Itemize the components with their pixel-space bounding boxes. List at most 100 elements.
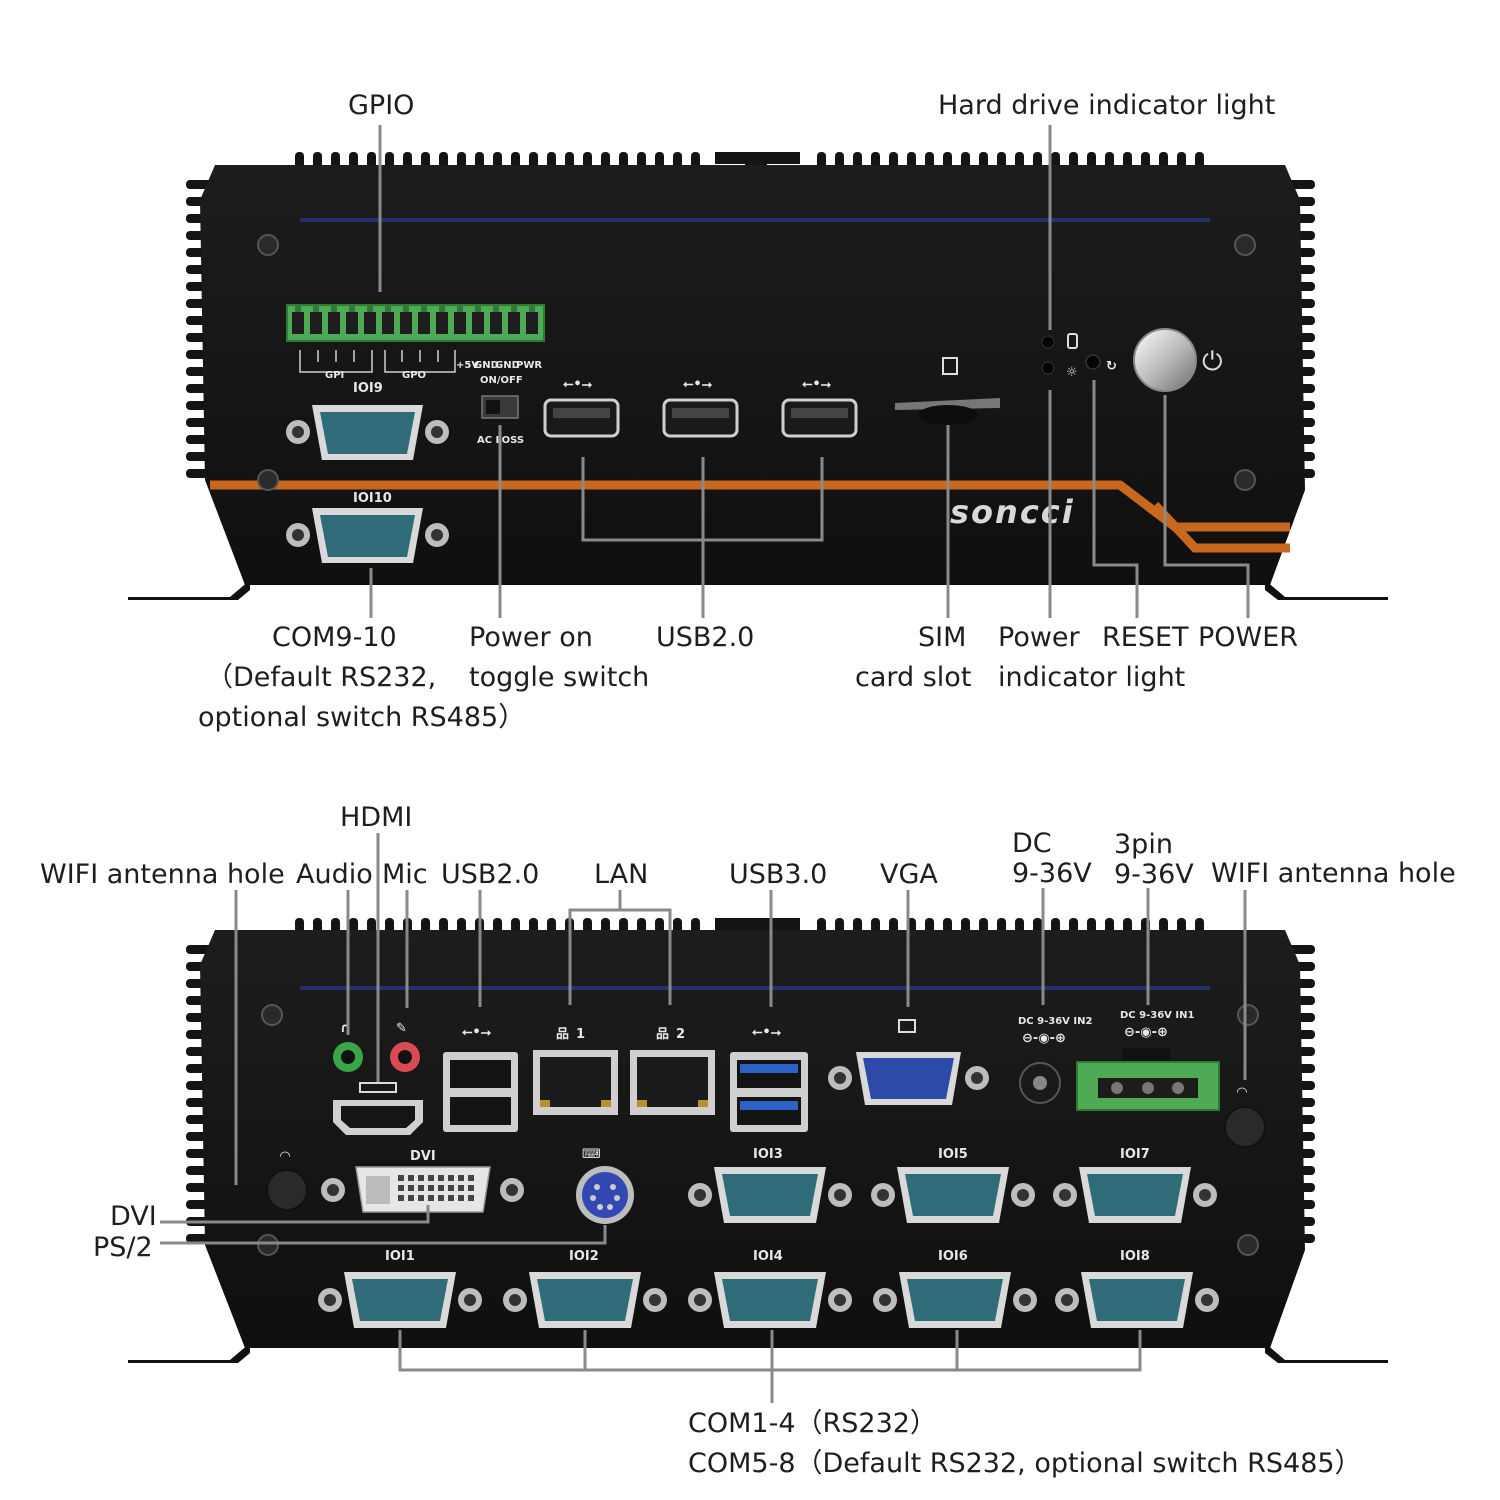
label-hard-drive-light: Hard drive indicator light: [938, 90, 1275, 121]
dc-jack[interactable]: DC 9-36V IN2 ⊖-◉-⊕: [1018, 1016, 1092, 1104]
gnd2-mark: GND: [495, 360, 520, 371]
dvi-pin: [448, 1195, 454, 1201]
gpio-screw: [295, 306, 301, 312]
gpo-mark: GPO: [402, 370, 426, 381]
label-3pin: 3pin: [1114, 829, 1173, 860]
gpio-pin: [310, 312, 322, 334]
ioi4-mark: IOI4: [753, 1249, 783, 1264]
label-com9-10-default: （Default RS232,: [206, 662, 436, 693]
power-indicator-light: ☼: [1041, 361, 1078, 380]
label-dvi: DVI: [110, 1201, 157, 1232]
gnd1-mark: GND: [474, 360, 499, 371]
dvi-pin: [408, 1195, 414, 1201]
keyboard-mouse-icon: ⌨: [582, 1147, 601, 1162]
gpio-pin: [454, 312, 466, 334]
vga-port[interactable]: [828, 1019, 989, 1105]
dvi-pin: [468, 1175, 474, 1181]
label-wifi-left: WIFI antenna hole: [40, 859, 285, 890]
com-port: [1087, 1174, 1183, 1216]
com-screw-hole: [324, 1294, 336, 1306]
gpio-screw: [403, 306, 409, 312]
reset-icon: ↻: [1106, 359, 1117, 374]
wifi-icon: ◠: [280, 1149, 290, 1164]
gpio-pin: [526, 312, 538, 334]
dvi-pin: [408, 1185, 414, 1191]
power-button[interactable]: ⏻: [1133, 328, 1223, 392]
on-off-mark: ON/OFF: [480, 375, 523, 386]
ioi7-mark: IOI7: [1120, 1147, 1150, 1162]
3pin-terminal[interactable]: DC 9-36V IN1 ⊖-◉-⊕: [1076, 1010, 1220, 1111]
dvi-pin: [398, 1175, 404, 1181]
ps2-port[interactable]: ⌨: [576, 1147, 634, 1224]
com-port: [352, 1279, 448, 1321]
front-usb-port-1[interactable]: ⭠•⭢: [543, 377, 620, 438]
rear-top-edge: [300, 986, 1210, 990]
label-vga: VGA: [880, 859, 938, 890]
gpio-terminal[interactable]: [286, 304, 545, 342]
dvi-pin: [438, 1175, 444, 1181]
dvi-pin: [438, 1185, 444, 1191]
rear-usb20-stack[interactable]: ⭠•⭢: [443, 1025, 518, 1132]
com-screw-hole: [1061, 1294, 1073, 1306]
usb-icon: ⭠•⭢: [683, 377, 713, 392]
com-screw-hole: [509, 1294, 521, 1306]
audio-jack[interactable]: ∩: [333, 1021, 363, 1072]
ioi1-mark: IOI1: [385, 1249, 415, 1264]
ioi8-mark: IOI8: [1120, 1249, 1150, 1264]
wifi-icon: ◠: [1237, 1085, 1247, 1100]
dvi-pin: [428, 1175, 434, 1181]
usb-icon: ⭠•⭢: [563, 377, 593, 392]
dvi-pin: [418, 1195, 424, 1201]
dvi-port[interactable]: [321, 1166, 524, 1213]
hdmi-port[interactable]: [333, 1082, 423, 1135]
dc-in2-mark: DC 9-36V IN2: [1018, 1016, 1092, 1027]
brand-logo: soncci: [950, 493, 1075, 531]
v5-mark: +5V: [456, 360, 479, 371]
com9-port[interactable]: [286, 405, 449, 460]
bulb-icon: ☼: [1066, 365, 1078, 380]
lan-port-1[interactable]: 品 1: [533, 1027, 618, 1115]
hdd-icon: [1067, 333, 1078, 349]
wifi-antenna-hole-left[interactable]: ◠: [266, 1149, 308, 1211]
sim-card-slot[interactable]: [895, 357, 1000, 425]
label-indicator-light: indicator light: [998, 662, 1185, 693]
gpio-screw: [349, 306, 355, 312]
label-rear-usb20: USB2.0: [441, 859, 539, 890]
front-usb-port-2[interactable]: ⭠•⭢: [662, 377, 739, 438]
lan-port-2[interactable]: 品 2: [630, 1027, 715, 1115]
gpio-pin: [472, 312, 484, 334]
com-screw-hole: [1201, 1294, 1213, 1306]
ioi2-mark: IOI2: [569, 1249, 599, 1264]
label-lan: LAN: [594, 859, 648, 890]
gpio-screw: [493, 306, 499, 312]
label-com9-10: COM9-10: [272, 622, 397, 653]
dvi-pin: [458, 1195, 464, 1201]
dvi-pin: [448, 1175, 454, 1181]
gpio-screw: [313, 306, 319, 312]
gpio-pin: [328, 312, 340, 334]
front-top-edge: [300, 218, 1210, 222]
front-chassis-body: [200, 165, 1305, 585]
ioi3-mark: IOI3: [753, 1147, 783, 1162]
reset-button[interactable]: ↻: [1085, 354, 1117, 374]
com-screw-hole: [1019, 1294, 1031, 1306]
gpio-pin: [508, 312, 520, 334]
label-gpio: GPIO: [348, 90, 414, 121]
gpio-pin: [292, 312, 304, 334]
label-3pin-voltage: 9-36V: [1114, 859, 1194, 890]
rear-usb30-stack[interactable]: ⭠•⭢: [730, 1025, 808, 1132]
hard-drive-indicator-light: [1041, 333, 1078, 349]
wifi-antenna-hole-right[interactable]: ◠: [1224, 1085, 1266, 1148]
front-usb-port-3[interactable]: ⭠•⭢: [781, 377, 858, 438]
front-panel: GPI GPO +5V GND GND PWR IOI9 IOI10 ON/OF…: [128, 90, 1388, 733]
dvi-pin: [418, 1185, 424, 1191]
hdmi-icon: [359, 1082, 397, 1093]
com10-port[interactable]: [286, 508, 449, 563]
mic-jack[interactable]: ✎: [390, 1021, 420, 1072]
label-com9-10-optional: optional switch RS485）: [198, 702, 525, 733]
network-icon: 品: [556, 1027, 569, 1042]
dvi-pin: [398, 1195, 404, 1201]
gpio-pin-legend: GPI GPO +5V GND GND PWR: [299, 350, 542, 381]
power-on-toggle-switch[interactable]: [481, 395, 519, 419]
com-screw-hole: [649, 1294, 661, 1306]
